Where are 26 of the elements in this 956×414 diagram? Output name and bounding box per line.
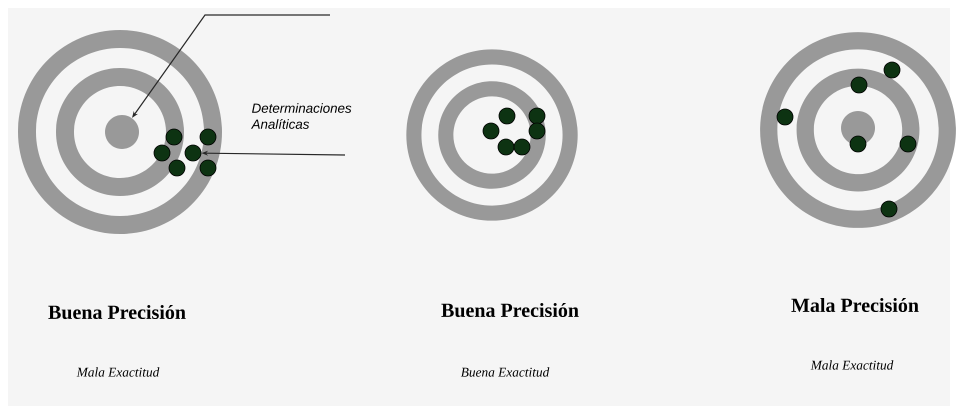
dot (884, 62, 900, 78)
caption: Mala Exactitud (76, 367, 160, 377)
caption: Mala Exactitud (810, 360, 894, 370)
heading: Buena Precisión (441, 302, 579, 318)
dot (166, 128, 182, 146)
dot (880, 200, 898, 218)
dot (776, 108, 794, 126)
heading: Buena Precisión (48, 304, 186, 320)
caption: Buena Exactitud (460, 367, 550, 377)
dot (154, 144, 170, 162)
dot (528, 108, 546, 124)
dot (200, 160, 216, 176)
callout-text: Determinaciones Analíticas (250, 103, 352, 129)
heading: Mala Precisión (791, 298, 919, 312)
dot (168, 160, 186, 176)
dot (850, 136, 866, 152)
dot (200, 128, 216, 146)
dot (528, 122, 546, 140)
dot (482, 122, 500, 140)
dot (514, 138, 530, 156)
dot (900, 136, 916, 152)
dot (498, 138, 514, 156)
dot (498, 108, 516, 124)
dot (184, 144, 202, 162)
bullseye (105, 115, 139, 149)
dot (850, 76, 868, 94)
